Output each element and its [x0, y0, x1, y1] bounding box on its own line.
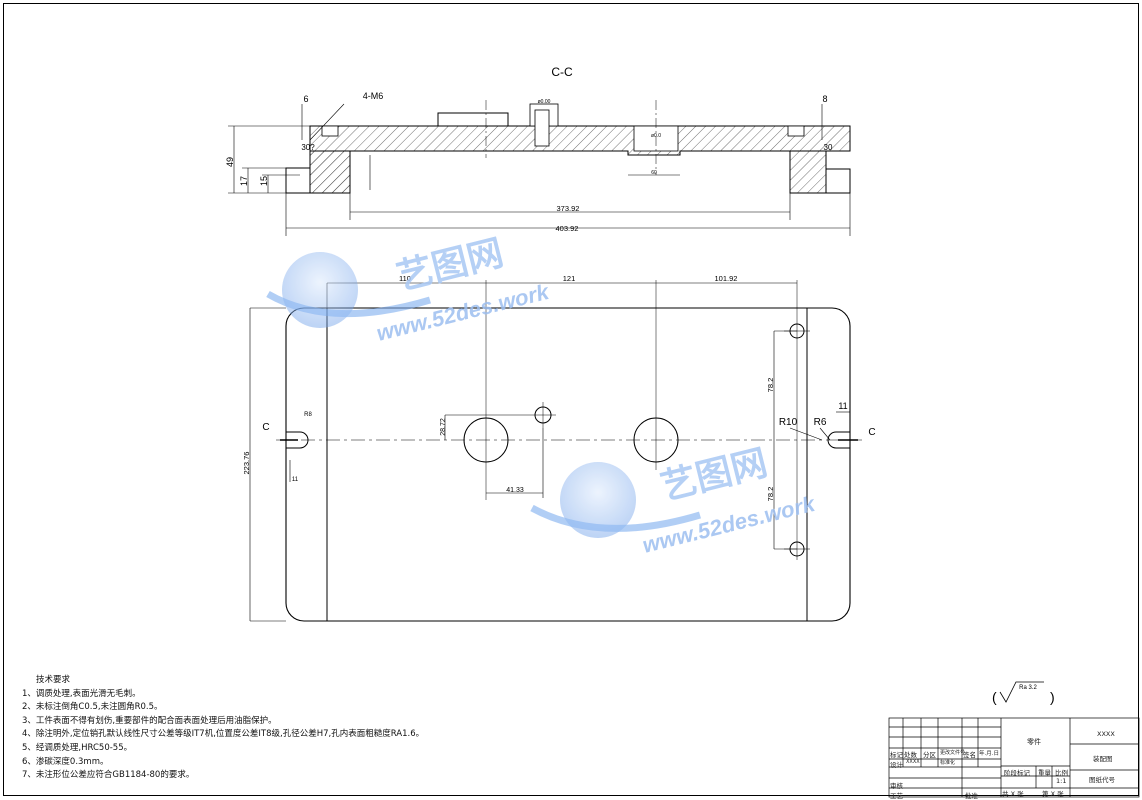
tb-sign-label: 签名 — [963, 751, 976, 759]
section-title: C-C — [551, 65, 573, 79]
dim-41: 41.33 — [506, 487, 524, 494]
dim-30-left: 30? — [301, 143, 315, 152]
top-recess — [437, 112, 509, 127]
tech-note-item: 3、工件表面不得有划伤,重要部件的配合面表面处理后用油脂保护。 — [22, 715, 277, 726]
dim-11: 11 — [838, 401, 847, 411]
title-block — [888, 717, 1140, 798]
dim-15: 15 — [259, 176, 269, 186]
tb-sheet-no: 第 X 张 — [1042, 790, 1064, 798]
section-view: C-C — [225, 65, 851, 236]
dim-101: 101.92 — [715, 274, 738, 283]
tb-count-label: 处数 — [904, 751, 917, 759]
tb-approve-label: 批准 — [965, 792, 978, 800]
surface-finish-symbol: ( Ra 3.2 ) — [992, 681, 1055, 705]
tech-notes-title: 技术要求 — [36, 675, 71, 685]
right-flange — [789, 150, 827, 194]
dim-r8: R8 — [304, 412, 312, 418]
dim-373: 373.92 — [557, 204, 580, 213]
dim-left-small: 11 — [292, 477, 299, 483]
left-step — [285, 167, 311, 194]
tb-std-label: 标准化 — [940, 760, 956, 766]
watermark-brand-top: 艺图网 — [393, 232, 508, 298]
dim-60: 60 — [651, 170, 657, 176]
section-mark-c-left: C — [262, 422, 269, 433]
dim-6: 6 — [303, 94, 308, 104]
tech-note-item: 1、调质处理,表面光滑无毛刺。 — [22, 688, 141, 699]
tb-scale-value: 1:1 — [1056, 777, 1067, 785]
tech-note-item: 7、未注形位公差应符合GB1184-80的要求。 — [22, 770, 195, 781]
tb-doc-label: 更改文件号 — [940, 750, 966, 756]
dim-slot-small: ø0.0 — [651, 133, 661, 139]
tb-process-label: 工艺 — [890, 792, 903, 800]
section-mark-c-right: C — [868, 427, 875, 438]
tb-weight-label: 重量 — [1038, 769, 1051, 777]
svg-text:(: ( — [992, 689, 997, 705]
dim-78-top: 78.2 — [766, 378, 775, 393]
section-plate-body — [285, 125, 851, 194]
title-block-text: 标记 处数 分区 更改文件号 签名 年.月.日 设计 XXXX 标准化 审核 工… — [889, 718, 1140, 800]
tb-sheet-total: 共 X 张 — [1002, 790, 1024, 798]
dim-403: 403.92 — [556, 224, 579, 233]
watermark-brand-bottom: 艺图网 — [657, 442, 772, 508]
tb-revise-label: 标记 — [890, 751, 903, 759]
watermark-bottom: 艺图网 www.52des.work — [530, 442, 819, 558]
left-tap — [321, 125, 339, 137]
label-r10: R10 — [779, 417, 798, 428]
right-slot — [827, 431, 850, 449]
pin-hole-section — [534, 109, 550, 147]
surface-finish-value: Ra 3.2 — [1019, 685, 1037, 691]
plate-outline — [285, 307, 851, 622]
tb-designer-value: XXXX — [906, 759, 920, 765]
plan-view: 110 121 101.92 223.76 78.2 78.2 28.72 41… — [242, 274, 876, 622]
svg-text:): ) — [1050, 689, 1055, 705]
tb-drawing-name: 装配图 — [1093, 755, 1113, 763]
dim-223: 223.76 — [242, 452, 251, 475]
tech-note-item: 5、经调质处理,HRC50-55。 — [22, 742, 133, 753]
label-4-m6: 4-M6 — [363, 91, 384, 101]
right-step — [825, 168, 851, 194]
tb-zone-label: 分区 — [923, 751, 936, 759]
dim-110: 110 — [399, 274, 411, 283]
left-flange — [309, 150, 351, 194]
left-slot — [286, 431, 309, 449]
tb-mark-label: 阶段标记 — [1004, 769, 1030, 777]
tb-scale-label: 比例 — [1055, 769, 1068, 777]
tb-drawing-no: 图纸代号 — [1089, 776, 1115, 784]
label-r6: R6 — [814, 417, 827, 428]
dim-30-right: 30 — [824, 143, 833, 152]
dim-121: 121 — [563, 274, 576, 283]
right-tap — [787, 125, 805, 137]
dim-17: 17 — [239, 176, 249, 186]
tech-note-item: 2、未标注倒角C0.5,未注圆角R0.5。 — [22, 702, 163, 713]
dim-top-small: ø0.00 — [538, 99, 551, 105]
dim-28: 28.72 — [440, 418, 447, 436]
tb-designer-label: 设计 — [890, 761, 903, 769]
dim-78-bot: 78.2 — [766, 487, 775, 502]
watermark-top: 艺图网 www.52des.work — [266, 232, 553, 346]
tech-notes: 技术要求 1、调质处理,表面光滑无毛刺。 2、未标注倒角C0.5,未注圆角R0.… — [22, 674, 424, 783]
dim-49: 49 — [225, 157, 235, 167]
tb-part-name: 零件 — [1027, 738, 1041, 746]
tb-check-label: 审核 — [890, 782, 903, 790]
tech-note-item: 6、渗碳深度0.3mm。 — [22, 756, 109, 767]
dim-8: 8 — [822, 94, 827, 104]
tech-note-item: 4、除注明外,定位销孔默认线性尺寸公差等级IT7机,位置度公差IT8级,孔径公差… — [22, 729, 425, 740]
tb-date-label: 年.月.日 — [979, 751, 999, 757]
sheet-border — [3, 3, 1139, 796]
tb-code: XXXX — [1097, 730, 1115, 738]
